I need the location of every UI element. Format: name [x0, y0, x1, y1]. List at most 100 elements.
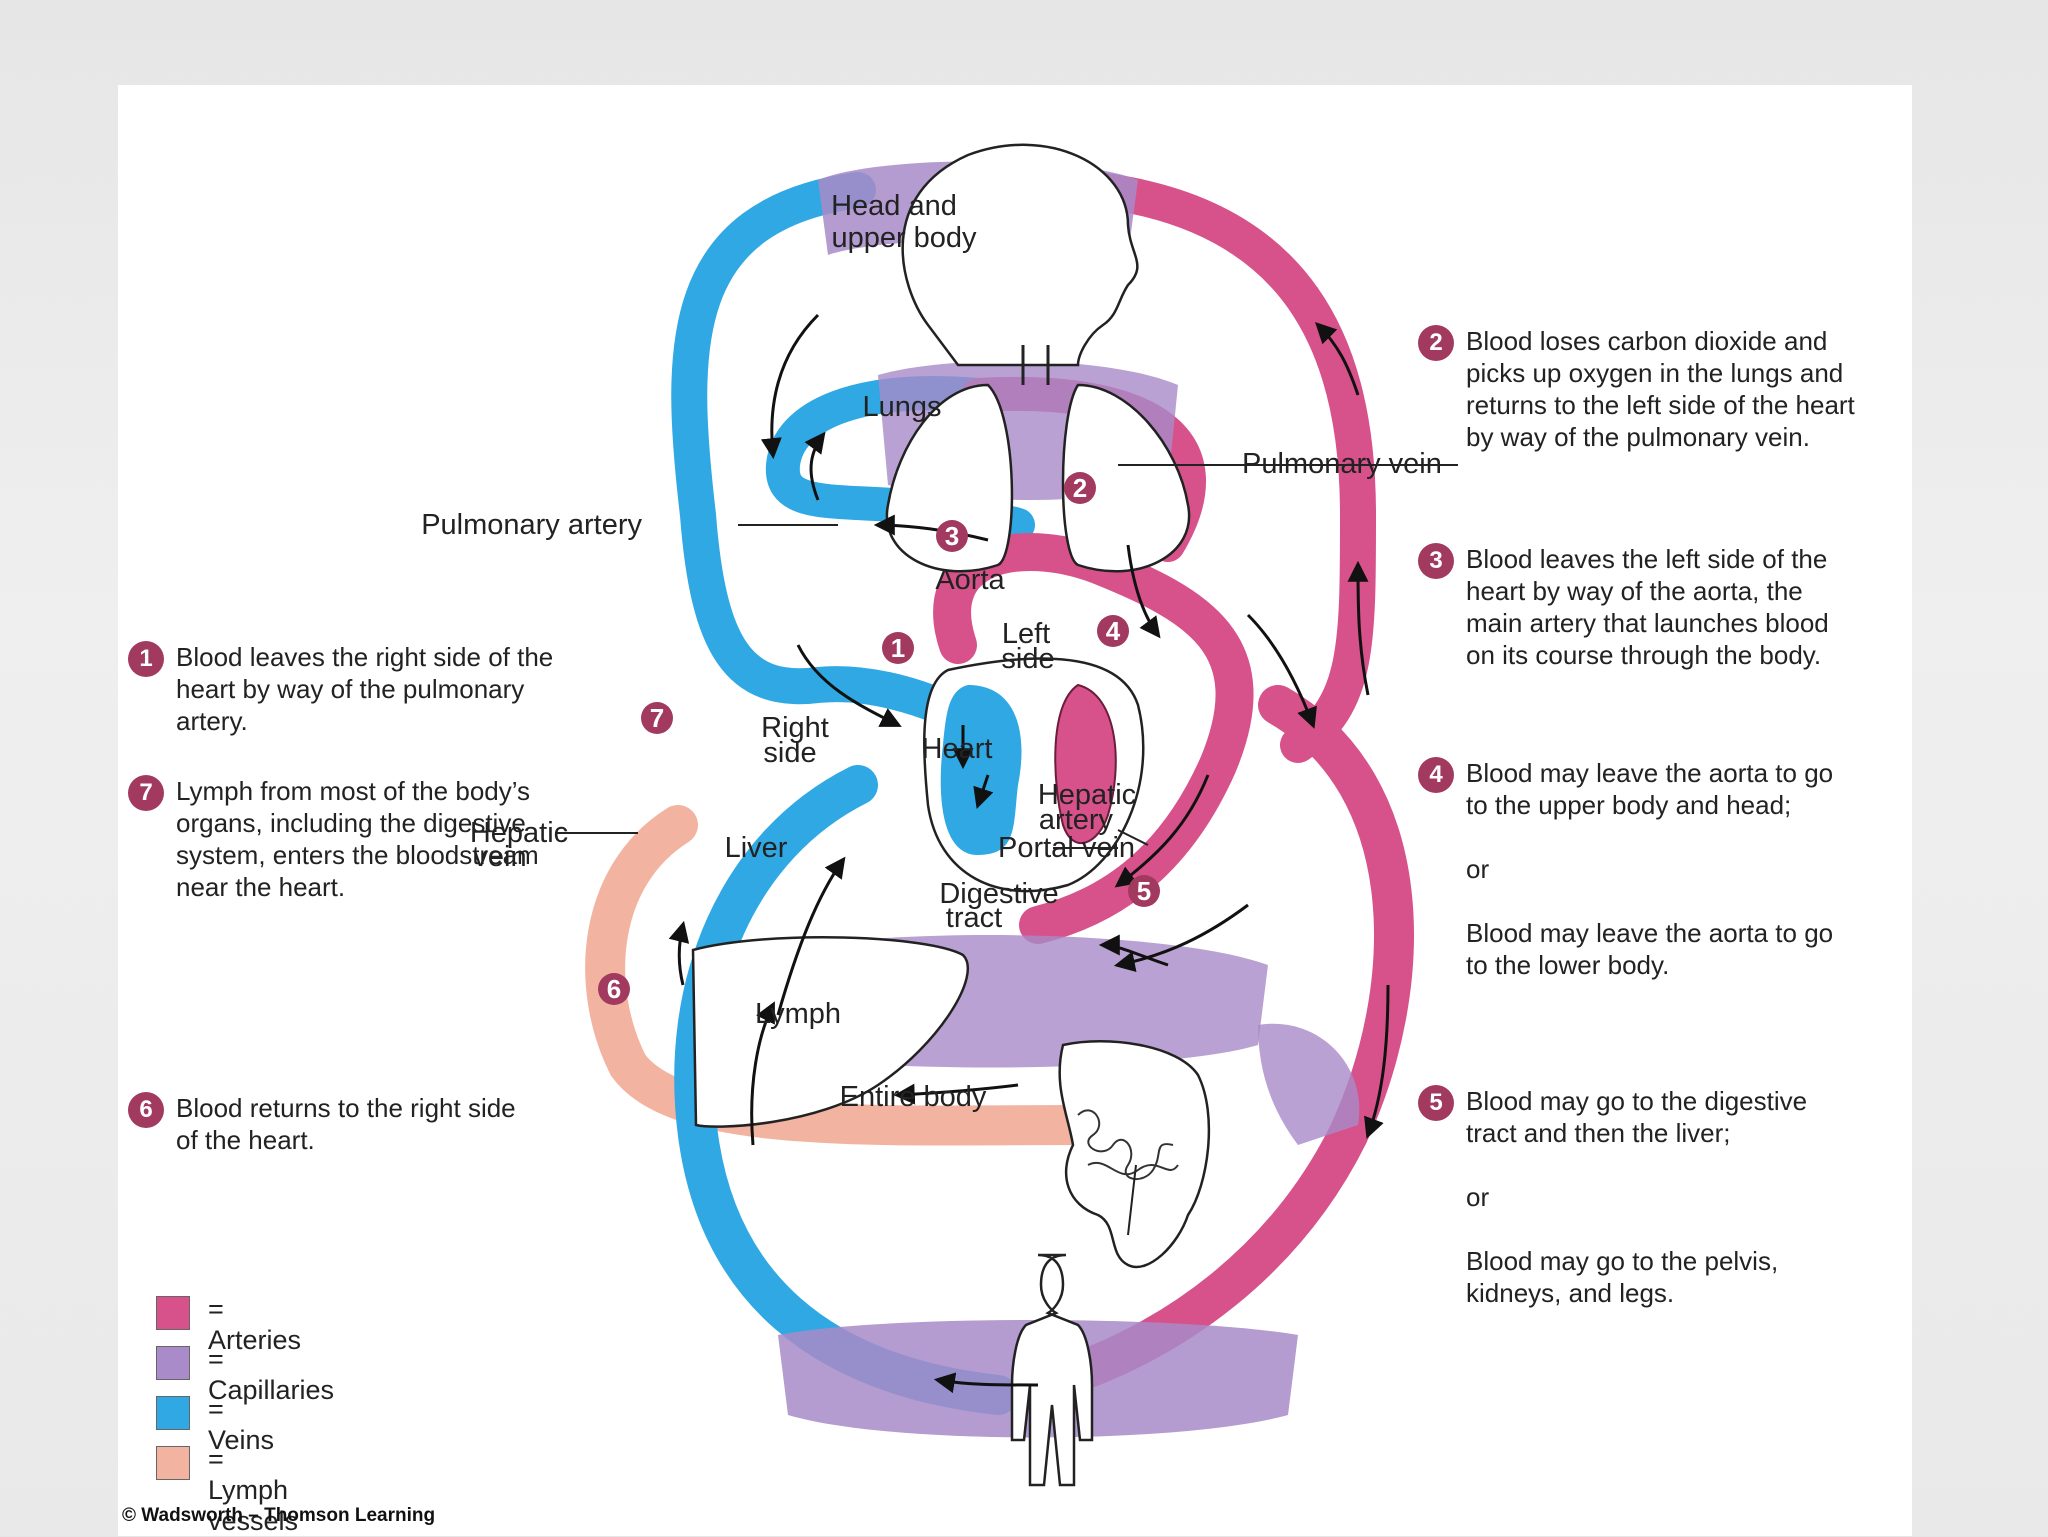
note-5-line [1466, 1149, 1906, 1181]
trachea [1021, 345, 1050, 385]
note-6-line: Blood returns to the right side [176, 1093, 516, 1123]
note-1-badge: 1 [128, 641, 164, 677]
note-5-line: Blood may go to the pelvis, [1466, 1246, 1779, 1276]
note-5-line: tract and then the liver; [1466, 1118, 1731, 1148]
note-3-line: on its course through the body. [1466, 640, 1822, 670]
label-left: Left [1002, 618, 1050, 650]
badge-1: 1 [882, 632, 914, 664]
label-head: Head and [831, 190, 957, 222]
note-3-line: main artery that launches blood [1466, 608, 1829, 638]
badge-6: 6 [598, 973, 630, 1005]
note-4-badge: 4 [1418, 757, 1454, 793]
note-4-line: or [1466, 854, 1490, 884]
note-4-line [1466, 821, 1906, 853]
copyright: © Wadsworth – Thomson Learning [122, 1505, 436, 1526]
note-5: 5 Blood may go to the digestive tract an… [1418, 1085, 1906, 1309]
legend-swatch-lymph-vessels [156, 1446, 190, 1480]
label-tract: tract [946, 902, 1002, 934]
svg-text:2: 2 [1073, 473, 1087, 503]
note-1-line: artery. [176, 706, 248, 736]
note-1: 1 Blood leaves the right side of the hea… [128, 641, 636, 737]
note-2-line: returns to the left side of the heart [1466, 390, 1855, 420]
flow-arrows [668, 313, 1390, 1394]
label-digestive: Digestive [939, 878, 1058, 910]
svg-text:3: 3 [945, 521, 959, 551]
legend-label: = Veins [208, 1394, 275, 1455]
legend-swatch-veins [156, 1396, 190, 1430]
note-7-line: organs, including the digestive [176, 808, 526, 838]
note-2: 2 Blood loses carbon dioxide and picks u… [1418, 325, 1906, 453]
body-silhouette [1010, 1253, 1094, 1487]
label-portal-vein: Portal vein [998, 832, 1135, 864]
note-1-line: heart by way of the pulmonary [176, 674, 525, 704]
note-5-badge: 5 [1418, 1085, 1454, 1121]
right-lung [1061, 383, 1191, 573]
note-7-badge: 7 [128, 775, 164, 811]
note-4: 4 Blood may leave the aorta to go to the… [1418, 757, 1906, 981]
svg-text:4: 4 [1106, 616, 1121, 646]
note-5-line [1466, 1213, 1906, 1245]
label-left-side: side [1001, 643, 1054, 675]
circulation-diagram: 1 2 3 4 5 6 7 Head and upper body Lungs … [421, 143, 1458, 1487]
note-7-line: near the heart. [176, 872, 346, 902]
intestine-coils [1077, 1109, 1179, 1180]
label-pulmonary-artery: Pulmonary artery [421, 509, 642, 541]
svg-text:5: 5 [1137, 876, 1151, 906]
badge-7: 7 [641, 702, 673, 734]
note-4-line [1466, 885, 1906, 917]
legend-label: = Arteries [208, 1294, 302, 1355]
label-right-side: side [763, 737, 816, 769]
badge-4: 4 [1097, 615, 1129, 647]
note-2-line: Blood loses carbon dioxide and [1466, 326, 1828, 356]
note-3: 3 Blood leaves the left side of the hear… [1418, 543, 1906, 671]
digestive-tract [1058, 1040, 1211, 1269]
label-lymph: Lymph [755, 998, 841, 1030]
note-2-line: picks up oxygen in the lungs and [1466, 358, 1844, 388]
svg-text:6: 6 [607, 974, 621, 1004]
label-aorta: Aorta [935, 564, 1005, 596]
note-1-line: Blood leaves the right side of the [176, 642, 554, 672]
label-heart: Heart [922, 733, 993, 765]
legend-label: = Capillaries [208, 1344, 335, 1405]
note-5-line: kidneys, and legs. [1466, 1278, 1675, 1308]
heart-right-chamber [940, 685, 1022, 855]
note-5-line: Blood may go to the digestive [1466, 1086, 1808, 1116]
note-3-line: Blood leaves the left side of the [1466, 544, 1828, 574]
label-hepatic-vein-2: vein [473, 841, 526, 873]
note-3-badge: 3 [1418, 543, 1454, 579]
left-lung [885, 383, 1014, 573]
label-hepatic-artery-2: artery [1039, 804, 1114, 836]
label-pulmonary-vein: Pulmonary vein [1242, 448, 1442, 480]
legend-label: = Lymph vessels [208, 1444, 299, 1536]
note-7: 7 Lymph from most of the body’s organs, … [128, 775, 636, 903]
upper-body-artery [1080, 172, 1377, 763]
label-right: Right [761, 712, 829, 744]
note-2-badge: 2 [1418, 325, 1454, 361]
head-silhouette [901, 143, 1139, 367]
upper-body-vein [671, 172, 1036, 768]
note-7-line: Lymph from most of the body’s [176, 776, 531, 806]
note-6: 6 Blood returns to the right side of the… [128, 1092, 636, 1156]
heart-left-chamber [1054, 683, 1117, 845]
note-4-line: Blood may leave the aorta to go [1466, 758, 1834, 788]
svg-text:1: 1 [891, 633, 905, 663]
note-4-line: to the upper body and head; [1466, 790, 1792, 820]
badge-3: 3 [936, 520, 968, 552]
leader-lines [555, 464, 1458, 1236]
liver [691, 936, 969, 1128]
note-7-line: system, enters the bloodstream [176, 840, 539, 870]
label-lungs: Lungs [862, 391, 941, 423]
note-4-line: Blood may leave the aorta to go [1466, 918, 1834, 948]
digestive-capillary-bed [1258, 1023, 1360, 1145]
note-5-line: or [1466, 1182, 1490, 1212]
note-4-line: to the lower body. [1466, 950, 1670, 980]
note-6-badge: 6 [128, 1092, 164, 1128]
note-2-line: by way of the pulmonary vein. [1466, 422, 1810, 452]
note-3-line: heart by way of the aorta, the [1466, 576, 1803, 606]
label-liver: Liver [725, 832, 788, 864]
label-upper-body: upper body [831, 222, 977, 254]
label-hepatic-vein-1: Hepatic [470, 817, 568, 849]
legend-swatch-capillaries [156, 1346, 190, 1380]
label-hepatic-artery-1: Hepatic [1038, 779, 1136, 811]
badge-5: 5 [1128, 875, 1160, 907]
